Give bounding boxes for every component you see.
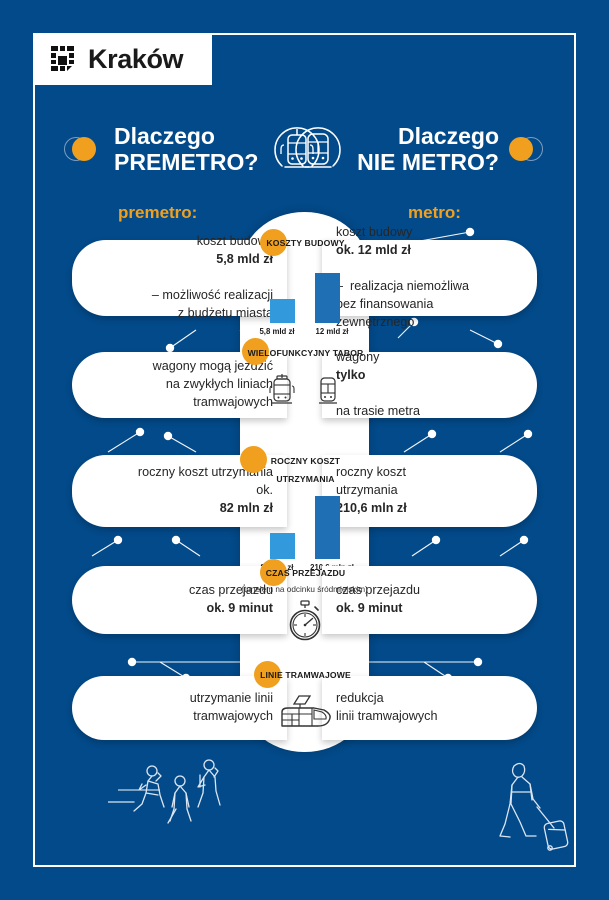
bar-metro-koszty (314, 273, 340, 323)
center-cell-utrzymanie: ROCZNY KOSZT UTRZYMANIA 82 mln zł 210,6 … (240, 445, 369, 572)
bar-label-metro-koszty: 12 mld zł (315, 327, 349, 336)
badge-koszty-budowy: KOSZTY BUDOWY (260, 228, 348, 256)
badge-blob (240, 445, 267, 473)
metro-front-circle-icon (295, 127, 341, 168)
stopwatch-icon (289, 600, 320, 641)
header-premetro-line1: Dlaczego (114, 122, 215, 149)
badge-linie-label: LINIE TRAMWAJOWE (260, 670, 351, 680)
pill-left-koszty: koszt budowy 5,8 mld zł– możliwość reali… (72, 234, 287, 320)
badge-czas-przejazdu: CZAS PRZEJAZDU (259, 558, 349, 586)
badge-czas-sublabel: (tunelem na odcinku śródmiejskim) (241, 585, 368, 594)
bar-labels-koszty: 5,8 mld zł 12 mld zł (255, 327, 355, 336)
badge-blob (241, 337, 269, 365)
badge-wielofunkcyjny-tabor: WIELOFUNKCYJNY TABOR (241, 337, 368, 365)
circles-ornament-icon (64, 137, 104, 161)
metro-icon (318, 377, 337, 404)
tram-icon (268, 374, 295, 404)
header-premetro: Dlaczego PREMETRO? (64, 112, 326, 186)
column-caption-metro: metro: (408, 203, 461, 222)
badge-koszty-label: KOSZTY BUDOWY (266, 238, 345, 248)
bars-utrzymanie (269, 496, 340, 559)
bars-koszty (269, 261, 340, 323)
bar-label-premetro-koszty: 5,8 mld zł (259, 327, 295, 336)
badge-blob (259, 558, 287, 586)
header-metro: Dlaczego NIE METRO? (289, 112, 549, 186)
walking-people-icon (108, 759, 221, 824)
vehicle-icon-pair (268, 373, 341, 407)
header-metro-title: Dlaczego NIE METRO? (357, 123, 499, 175)
center-cell-czas: CZAS PRZEJAZDU (tunelem na odcinku śródm… (240, 558, 369, 645)
badge-czas-label: CZAS PRZEJAZDU (265, 568, 346, 578)
bar-premetro-koszty (269, 299, 295, 323)
badge-blob (260, 228, 288, 256)
badge-roczny-koszt-utrzymania: ROCZNY KOSZT UTRZYMANIA (240, 445, 369, 490)
badge-utrzymanie-label: ROCZNY KOSZT UTRZYMANIA (270, 456, 341, 484)
center-cell-tabor: WIELOFUNKCYJNY TABOR (240, 337, 369, 407)
header-metro-line1: Dlaczego (398, 122, 499, 149)
logo-wordmark: Kraków (88, 43, 184, 74)
header-premetro-line2: PREMETRO? (114, 149, 259, 175)
tram-3d-icon (280, 695, 331, 727)
center-cell-koszty: KOSZTY BUDOWY 5,8 mld zł 12 mld zł (240, 228, 369, 336)
bar-metro-utrzymanie (314, 496, 340, 559)
badge-blob (254, 660, 282, 688)
badge-linie-tramwajowe: LINIE TRAMWAJOWE (254, 660, 355, 688)
header-premetro-title: Dlaczego PREMETRO? (114, 123, 258, 175)
bar-premetro-utrzymanie (269, 533, 295, 559)
header-metro-line2: NIE METRO? (357, 149, 499, 175)
column-caption-premetro: premetro: (118, 203, 198, 222)
traveller-with-suitcase-icon (499, 762, 569, 851)
center-cell-linie: LINIE TRAMWAJOWE (240, 660, 369, 734)
krakow-pixel-logo-icon (51, 45, 74, 71)
circles-ornament-icon (509, 137, 549, 161)
badge-tabor-label: WIELOFUNKCYJNY TABOR (247, 348, 364, 358)
krakow-logo: Kraków (33, 33, 212, 85)
